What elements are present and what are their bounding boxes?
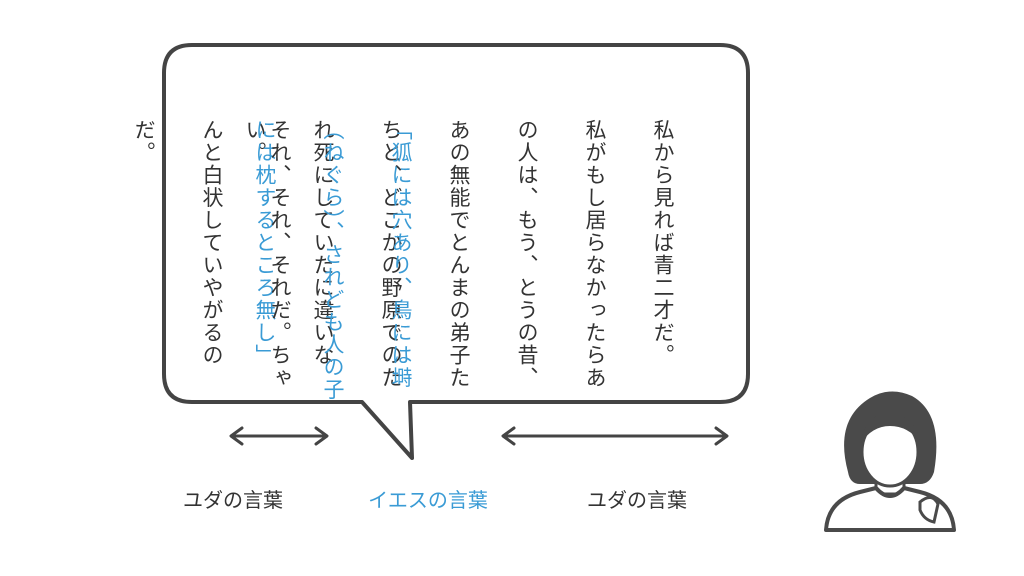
person-avatar-icon bbox=[824, 391, 956, 532]
label-jesus: イエスの言葉 bbox=[368, 488, 488, 512]
label-judas-right: ユダの言葉 bbox=[587, 488, 687, 512]
line: には枕するところ無し」 bbox=[253, 119, 277, 367]
double-headed-arrow-icon bbox=[501, 426, 729, 446]
line: それ、それ、それだ。ちゃ bbox=[268, 119, 292, 389]
jesus-quote: 「狐には穴あり、鳥には塒 （ねぐら）、されども人の子 には枕するところ無し」 bbox=[248, 68, 452, 401]
line: 私がもし居らなかったらあ bbox=[583, 119, 607, 389]
judas-quote-1: 私から見れば青二才だ。 私がもし居らなかったらあ の人は、もう、とうの昔、 あの… bbox=[238, 68, 714, 389]
double-headed-arrow-icon bbox=[229, 426, 329, 446]
judas-quote-2: それ、それ、それだ。ちゃ んと白状していやがるの だ。 bbox=[127, 68, 331, 389]
line: んと白状していやがるの bbox=[200, 119, 224, 367]
line: い。 bbox=[243, 119, 267, 164]
line: ちと、どこかの野原でのた bbox=[379, 119, 403, 389]
line: の人は、もう、とうの昔、 bbox=[515, 119, 539, 389]
line: 私から見れば青二才だ。 bbox=[651, 119, 675, 367]
line: だ。 bbox=[132, 119, 156, 164]
line: 「狐には穴あり、鳥には塒 bbox=[389, 119, 413, 389]
label-judas-left: ユダの言葉 bbox=[183, 488, 283, 512]
line: （ねぐら）、されども人の子 bbox=[321, 119, 345, 401]
line: あの無能でとんまの弟子た bbox=[447, 119, 471, 389]
line: れ死にしていたに違いな bbox=[311, 119, 335, 367]
